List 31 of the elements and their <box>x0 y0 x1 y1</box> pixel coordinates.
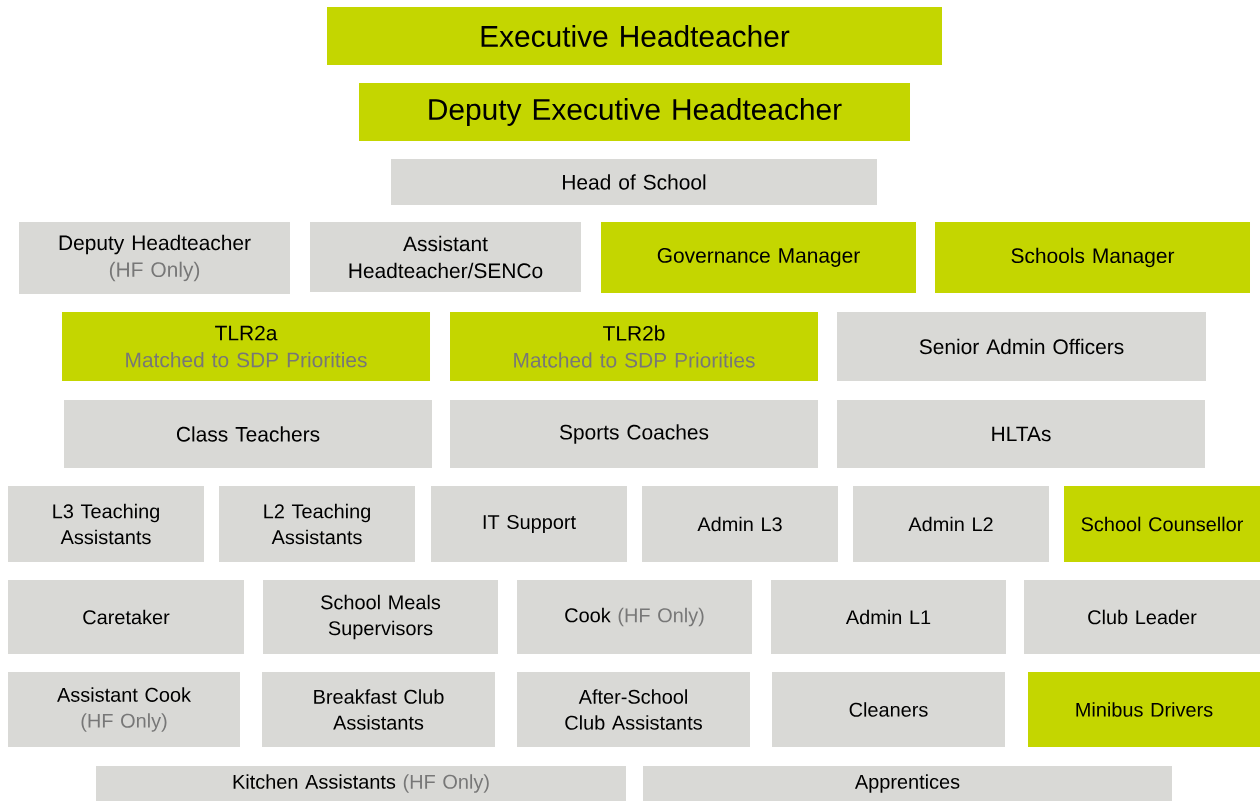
org-box: School Meals Supervisors <box>263 580 498 654</box>
org-box: Cleaners <box>772 672 1005 747</box>
org-box: Assistant Cook (HF Only) <box>8 672 240 747</box>
org-box: Admin L1 <box>771 580 1006 654</box>
org-box: HLTAs <box>837 400 1205 468</box>
org-box: Head of School <box>391 159 877 205</box>
org-box: Admin L2 <box>853 486 1049 562</box>
org-box: Assistant Headteacher/SENCo <box>310 222 581 292</box>
org-box: Executive Headteacher <box>327 7 942 65</box>
org-box: Deputy Executive Headteacher <box>359 83 910 141</box>
org-box: L3 Teaching Assistants <box>8 486 204 562</box>
org-box: Schools Manager <box>935 222 1250 293</box>
org-box: Sports Coaches <box>450 400 818 468</box>
org-box: TLR2b Matched to SDP Priorities <box>450 312 818 381</box>
org-box: Deputy Headteacher (HF Only) <box>19 222 290 294</box>
org-box: Cook (HF Only) <box>517 580 752 654</box>
org-box: Kitchen Assistants (HF Only) <box>96 766 626 801</box>
org-box: Governance Manager <box>601 222 916 293</box>
org-box: IT Support <box>431 486 627 562</box>
org-box: Class Teachers <box>64 400 432 468</box>
org-box: Admin L3 <box>642 486 838 562</box>
org-box: Minibus Drivers <box>1028 672 1260 747</box>
org-box: Apprentices <box>643 766 1172 801</box>
org-box: L2 Teaching Assistants <box>219 486 415 562</box>
org-box: Caretaker <box>8 580 244 654</box>
org-box: After-School Club Assistants <box>517 672 750 747</box>
org-box: TLR2a Matched to SDP Priorities <box>62 312 430 381</box>
org-box: Breakfast Club Assistants <box>262 672 495 747</box>
org-box: Senior Admin Officers <box>837 312 1206 381</box>
org-box: School Counsellor <box>1064 486 1260 562</box>
org-box: Club Leader <box>1024 580 1260 654</box>
